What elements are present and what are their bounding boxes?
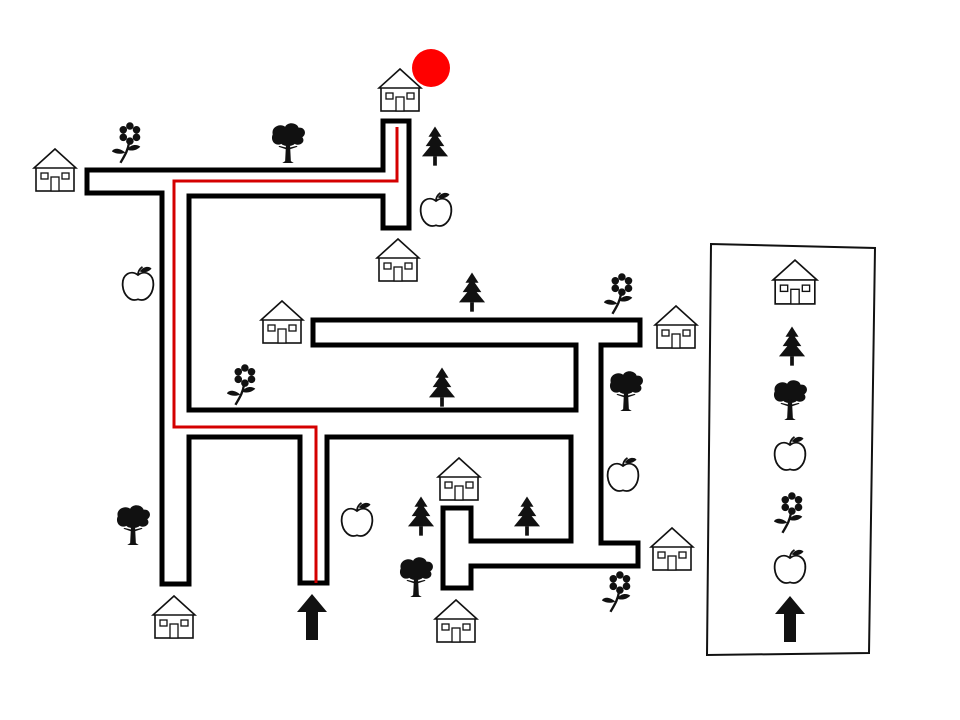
apple-icon (419, 191, 453, 227)
fir-tree-icon (407, 496, 435, 536)
solution-route-line (172, 127, 399, 583)
goal-marker-icon (412, 49, 450, 87)
tree-icon (609, 371, 643, 411)
flower-icon (111, 122, 142, 164)
tree-icon (271, 123, 305, 163)
map-icons (33, 68, 698, 643)
house-icon[interactable] (434, 599, 478, 643)
apple-icon (121, 265, 155, 301)
legend-panel (705, 242, 877, 657)
apple-icon (606, 456, 640, 492)
house-icon[interactable] (33, 148, 77, 192)
fir-tree-icon (513, 496, 541, 536)
house-icon[interactable] (376, 238, 420, 282)
start-arrow-up-icon[interactable] (297, 594, 327, 640)
fir-tree-icon (428, 367, 456, 407)
house-icon[interactable] (654, 305, 698, 349)
tree-icon (399, 557, 433, 597)
road-left-top-corridor (84, 118, 643, 591)
flower-icon (601, 571, 632, 613)
house-icon[interactable] (437, 457, 481, 501)
apple-icon (340, 501, 374, 537)
fir-tree-icon (458, 272, 486, 312)
flower-icon (603, 273, 634, 315)
tree-icon (116, 505, 150, 545)
flower-icon (226, 364, 257, 406)
house-icon[interactable] (650, 527, 694, 571)
house-icon[interactable] (260, 300, 304, 344)
maze-roads (84, 118, 643, 591)
house-icon[interactable] (152, 595, 196, 639)
fir-tree-icon (421, 126, 449, 166)
